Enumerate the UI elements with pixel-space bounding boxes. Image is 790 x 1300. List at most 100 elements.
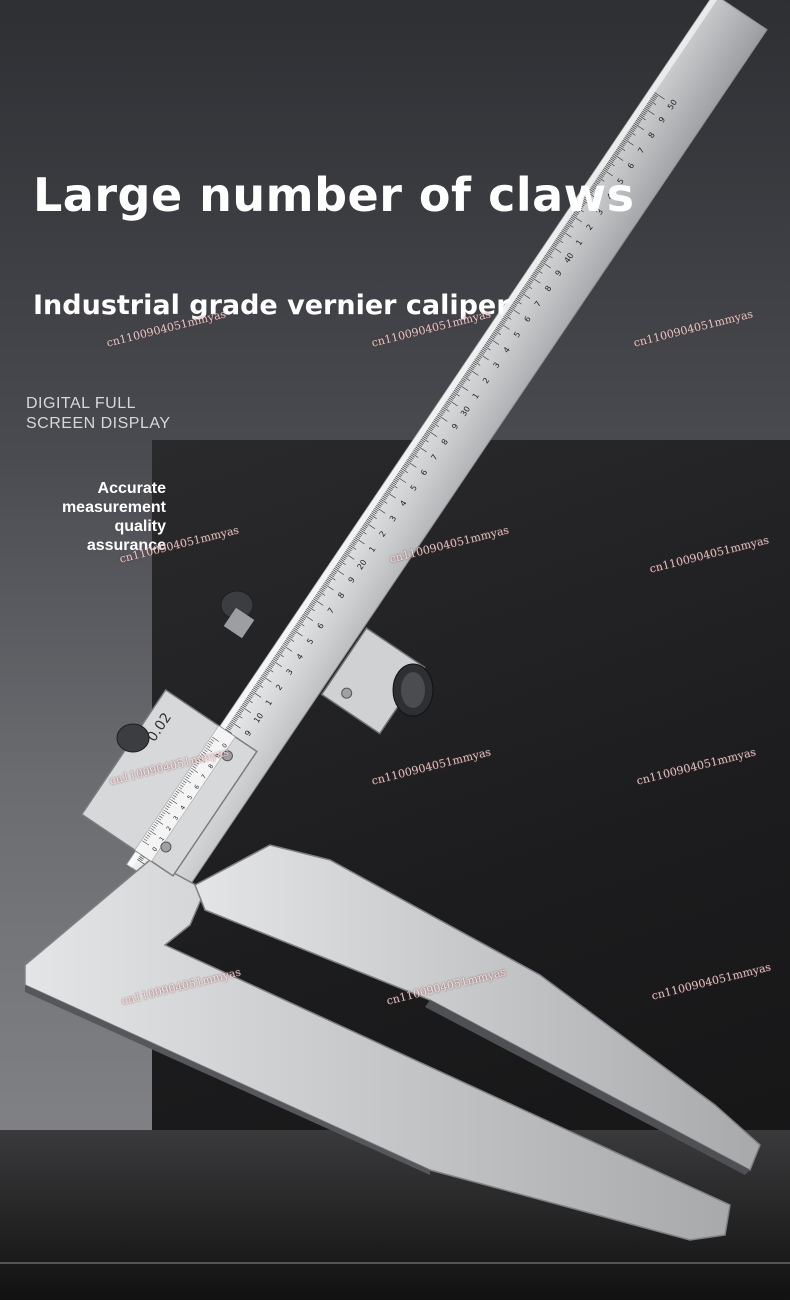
scale-tick (648, 101, 653, 105)
scale-tick (652, 95, 657, 99)
vernier-tick (150, 828, 155, 831)
scale-tick (540, 261, 551, 269)
scale-tick (377, 503, 382, 507)
scale-tick (236, 711, 241, 716)
scale-tick (522, 288, 527, 292)
scale-number: 3 (491, 361, 501, 370)
scale-tick (506, 311, 511, 315)
scale-tick (637, 116, 643, 121)
scale-tick (608, 159, 614, 164)
scale-tick (600, 172, 606, 176)
scale-tick (420, 438, 426, 443)
scale-tick (291, 630, 296, 634)
fine-adjust-knob (392, 663, 434, 717)
scale-tick (331, 570, 337, 575)
scale-tick (326, 578, 331, 582)
scale-tick (586, 193, 591, 197)
scale-number: 9 (243, 729, 253, 738)
scale-tick (598, 175, 604, 179)
scale-number: 1 (574, 238, 584, 247)
vernier-tick (164, 807, 169, 811)
scale-tick (267, 665, 273, 670)
scale-tick (618, 145, 626, 151)
scale-tick (422, 435, 428, 440)
scale-tick (575, 208, 581, 213)
sliding-jaw-edge (425, 1000, 750, 1175)
scale-tick (434, 418, 439, 423)
scale-tick (340, 557, 346, 561)
floor-edge (0, 1262, 790, 1264)
scale-tick (363, 523, 369, 527)
scale-tick (319, 589, 324, 593)
scale-tick (332, 569, 338, 573)
scale-tick (306, 607, 312, 611)
scale-tick (342, 555, 347, 559)
scale-tick (567, 221, 573, 225)
scale-number: 1 (471, 391, 481, 400)
scale-tick (628, 130, 636, 136)
scale-tick (479, 351, 485, 355)
scale-tick (337, 561, 343, 565)
scale-tick (294, 626, 299, 630)
scale-tick (382, 495, 387, 499)
scale-tick (309, 603, 315, 607)
vernier-number: 6 (193, 784, 201, 791)
scale-number: 6 (419, 468, 429, 477)
scale-number: 2 (481, 376, 491, 385)
scale-tick (301, 615, 307, 619)
scale-tick (276, 652, 284, 658)
scale-tick (295, 624, 300, 628)
scale-tick (378, 501, 383, 506)
scale-tick (549, 247, 555, 251)
vernier-tick (182, 780, 187, 784)
vernier-number: 1 (158, 835, 166, 842)
scale-tick (274, 655, 280, 659)
scale-tick (619, 144, 624, 148)
scale-tick (621, 141, 626, 145)
vernier-number: 8 (207, 763, 215, 770)
scale-tick (607, 161, 615, 167)
scale-tick (372, 511, 377, 515)
scale-tick (531, 274, 536, 279)
scale-tick (505, 313, 510, 317)
scale-tick (465, 372, 470, 377)
scale-tick (555, 239, 560, 243)
scale-tick (348, 546, 353, 550)
scale-tick (234, 714, 239, 719)
scale-tick (574, 210, 580, 214)
scale-tick (261, 675, 272, 683)
scale-tick (413, 449, 418, 453)
scale-tick (635, 119, 641, 124)
scale-tick (392, 480, 398, 484)
scale-tick (411, 452, 419, 458)
headline: Large number of claws (33, 168, 635, 222)
scale-tick (571, 214, 582, 223)
vernier-tick (189, 770, 194, 773)
vernier-tick (206, 745, 211, 748)
scale-tick (316, 593, 321, 598)
scale-tick (441, 408, 446, 412)
scale-tick (324, 581, 329, 585)
scale-tick (501, 319, 506, 323)
scale-tick (579, 202, 585, 207)
scale-tick (385, 491, 396, 499)
vernier-tick (199, 755, 204, 759)
scale-tick (510, 305, 516, 309)
scale-tick (517, 294, 523, 299)
scale-tick (138, 857, 143, 861)
scale-tick (590, 187, 595, 191)
scale-number: 3 (388, 514, 398, 523)
scale-tick (252, 688, 257, 693)
scale-tick (330, 572, 336, 576)
scale-tick (620, 142, 625, 147)
scale-tick (535, 268, 543, 274)
scale-tick (384, 492, 389, 496)
scale-tick (232, 718, 237, 722)
scale-tick (393, 478, 399, 483)
vernier-number: 3 (172, 815, 180, 822)
scale-tick (514, 299, 522, 305)
scale-tick (427, 428, 433, 432)
scale-tick (410, 454, 415, 458)
scale-tick (455, 386, 461, 391)
vernier-tick (157, 817, 162, 821)
